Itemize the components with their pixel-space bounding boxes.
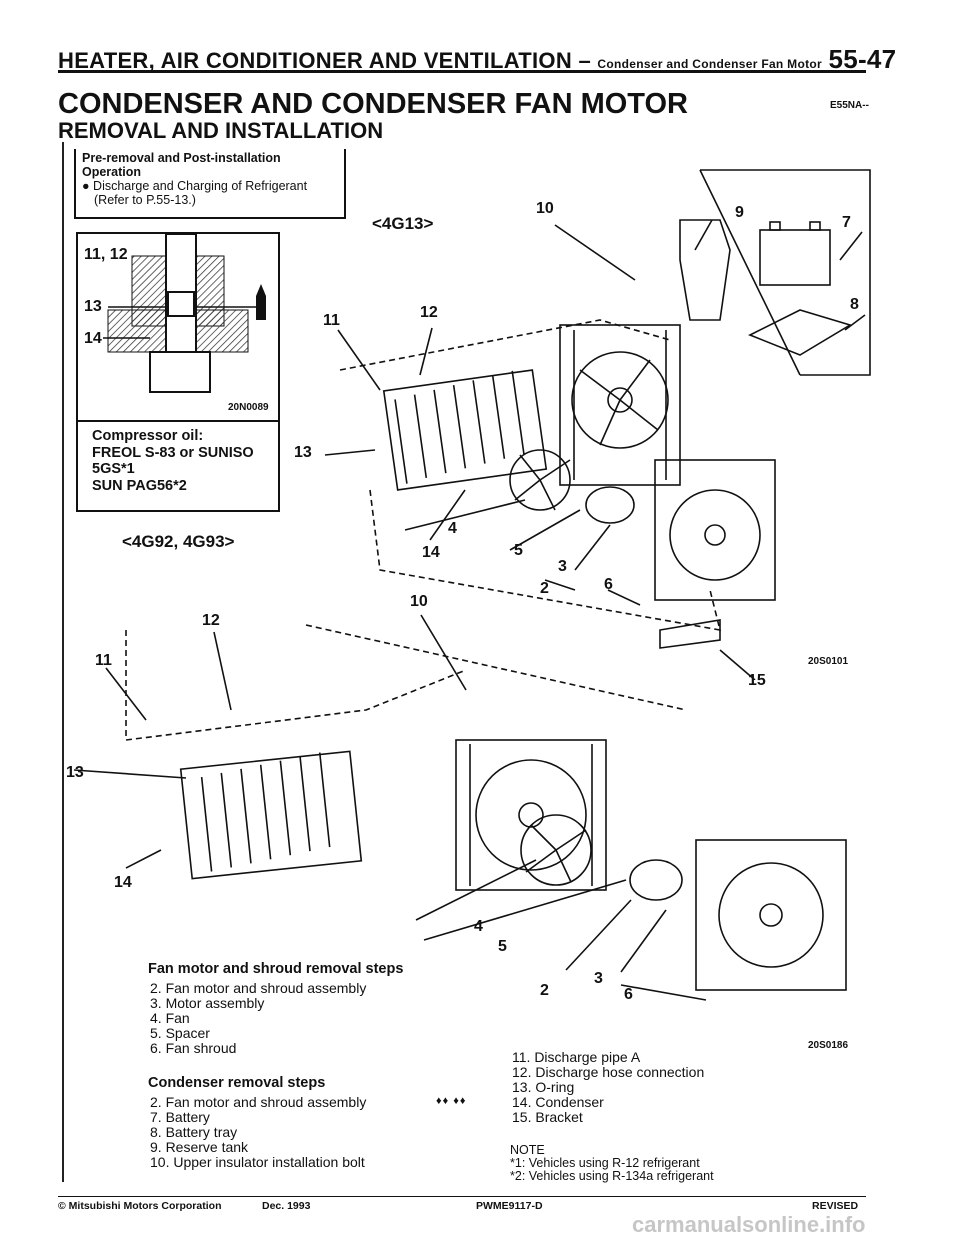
right-step-item: 15. Bracket xyxy=(512,1109,583,1125)
callout-bottom-5: 5 xyxy=(498,938,507,955)
engine-label-4g13: <4G13> xyxy=(372,214,434,233)
page-title: CONDENSER AND CONDENSER FAN MOTOR xyxy=(58,88,688,120)
footer-rule xyxy=(58,1196,866,1197)
callout-bottom-12: 12 xyxy=(202,612,220,629)
section-title: REMOVAL AND INSTALLATION xyxy=(58,118,384,143)
fan-steps-heading: Fan motor and shroud removal steps xyxy=(148,961,404,977)
inset-code: 20N0089 xyxy=(228,402,269,413)
callout-bottom-13: 13 xyxy=(66,764,84,781)
compressor-oil-box: Compressor oil: FREOL S-83 or SUNISO 5GS… xyxy=(76,420,280,512)
fan-step-item: 4. Fan xyxy=(150,1010,190,1026)
right-step-item: 14. Condenser xyxy=(512,1094,604,1110)
pre-removal-title-2: Operation xyxy=(82,165,142,179)
callout-top-5: 5 xyxy=(514,542,523,559)
callout-top-2: 2 xyxy=(540,580,549,597)
callout-bottom-10: 10 xyxy=(410,593,428,610)
watermark: carmanualsonline.info xyxy=(632,1212,866,1237)
oring-detail-drawing xyxy=(103,233,266,393)
margin-rule xyxy=(62,142,64,1182)
note-block: NOTE *1: Vehicles using R-12 refrigerant… xyxy=(510,1144,714,1183)
callout-bottom-3: 3 xyxy=(594,970,603,987)
callout-top-10: 10 xyxy=(536,200,554,217)
oil-line-1: Compressor oil: xyxy=(92,428,204,444)
header-sub: Condenser and Condenser Fan Motor xyxy=(597,57,823,71)
pre-removal-item-text: Discharge and Charging of Refrigerant xyxy=(93,179,308,193)
figure-top-code: 20S0101 xyxy=(808,656,849,667)
reference-code: E55NA-- xyxy=(830,100,869,111)
callout-top-3: 3 xyxy=(558,558,567,575)
header-main: HEATER, AIR CONDITIONER AND VENTILATION xyxy=(58,48,573,73)
inset-label-13: 13 xyxy=(84,298,102,315)
running-header: HEATER, AIR CONDITIONER AND VENTILATION … xyxy=(58,44,896,75)
condenser-step-item: 10. Upper insulator installation bolt xyxy=(150,1154,365,1170)
condenser-step-item: 8. Battery tray xyxy=(150,1124,238,1140)
fan-step-item: 5. Spacer xyxy=(150,1025,210,1041)
footer-doc-number: PWME9117-D xyxy=(476,1200,543,1212)
pre-removal-box: Pre-removal and Post-installation Operat… xyxy=(74,149,346,219)
oil-line-2: FREOL S-83 or SUNISO xyxy=(92,444,254,461)
header-rule xyxy=(58,70,866,73)
bullet-icon: ● xyxy=(82,179,90,193)
callout-top-9: 9 xyxy=(735,204,744,221)
arrow-marks-icon: ♦♦ ♦♦ xyxy=(436,1095,467,1107)
callout-top-13: 13 xyxy=(294,444,312,461)
inset-label-11-12: 11, 12 xyxy=(84,246,128,263)
callout-top-15: 15 xyxy=(748,672,766,689)
callout-top-8: 8 xyxy=(850,296,859,313)
callout-bottom-11: 11 xyxy=(95,652,112,669)
pre-removal-title-1: Pre-removal and Post-installation xyxy=(82,151,281,165)
note-line-2: *2: Vehicles using R-134a refrigerant xyxy=(510,1169,714,1183)
header-dash: – xyxy=(578,48,591,73)
callout-bottom-6: 6 xyxy=(624,986,633,1003)
callout-top-4: 4 xyxy=(448,520,457,537)
note-title: NOTE xyxy=(510,1143,545,1157)
oil-line-4: SUN PAG56*2 xyxy=(92,477,187,494)
fan-step-item: 2. Fan motor and shroud assembly xyxy=(150,980,367,996)
callout-top-7: 7 xyxy=(842,214,851,231)
note-line-1: *1: Vehicles using R-12 refrigerant xyxy=(510,1156,700,1170)
callout-top-14: 14 xyxy=(422,544,440,561)
exploded-view-4g13 xyxy=(324,169,871,680)
right-step-item: 13. O-ring xyxy=(512,1079,575,1095)
condenser-removal-steps: Condenser removal steps 2. Fan motor and… xyxy=(148,1076,366,1170)
figure-bottom-code: 20S0186 xyxy=(808,1040,849,1051)
condenser-step-item: 2. Fan motor and shroud assembly xyxy=(150,1094,367,1110)
inset-label-14: 14 xyxy=(84,330,102,347)
callout-bottom-2: 2 xyxy=(540,982,549,999)
footer-status: REVISED xyxy=(812,1200,859,1212)
pre-removal-item: ● Discharge and Charging of Refrigerant xyxy=(82,179,338,193)
oring-detail-inset: 11, 12 13 14 20N0089 xyxy=(76,232,280,422)
fan-removal-steps: Fan motor and shroud removal steps 2. Fa… xyxy=(148,962,403,1056)
condenser-steps-heading: Condenser removal steps xyxy=(148,1075,326,1091)
condenser-step-item: 9. Reserve tank xyxy=(150,1139,249,1155)
fan-step-item: 6. Fan shroud xyxy=(150,1040,237,1056)
callout-top-6: 6 xyxy=(604,576,613,593)
condenser-step-item: 7. Battery xyxy=(150,1109,210,1125)
exploded-view-4g92 xyxy=(73,614,847,1001)
page-number: 55-47 xyxy=(828,44,897,74)
oil-line-3: 5GS*1 xyxy=(92,461,135,477)
callout-bottom-4: 4 xyxy=(474,918,483,935)
callout-bottom-14: 14 xyxy=(114,874,132,891)
footer-date: Dec. 1993 xyxy=(262,1200,311,1212)
right-step-item: 12. Discharge hose connection xyxy=(512,1064,705,1080)
right-step-item: 11. Discharge pipe A xyxy=(512,1049,641,1065)
fan-step-item: 3. Motor assembly xyxy=(150,995,265,1011)
pre-removal-item-ref: (Refer to P.55-13.) xyxy=(94,193,196,207)
callout-top-11: 11 xyxy=(323,312,340,329)
footer-copyright: © Mitsubishi Motors Corporation xyxy=(58,1200,222,1212)
callout-top-12: 12 xyxy=(420,304,438,321)
condenser-steps-continued: 11. Discharge pipe A 12. Discharge hose … xyxy=(510,1050,704,1125)
engine-label-4g92: <4G92, 4G93> xyxy=(122,532,235,551)
